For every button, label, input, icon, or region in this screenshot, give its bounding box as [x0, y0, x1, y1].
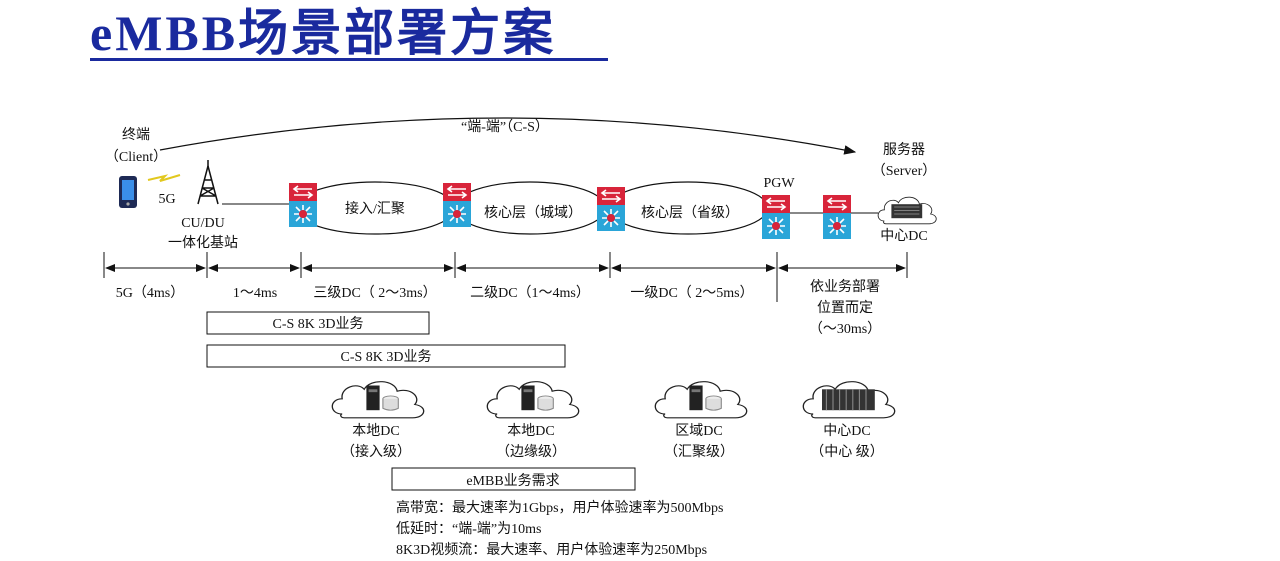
segment-depends-2: 位置而定	[817, 300, 873, 316]
segment-level2-dc: 二级DC（1～4ms）	[470, 285, 590, 301]
segment-depends-1: 依业务部署	[810, 279, 880, 295]
base-station-label-2: 一体化基站	[168, 234, 238, 251]
pgw-router-icon	[761, 194, 791, 240]
service-bar-short	[206, 311, 430, 335]
title-underline	[90, 58, 608, 61]
requirements-header-box	[391, 467, 636, 491]
router-icon	[822, 194, 852, 240]
base-station-label-1: CU/DU	[181, 216, 225, 231]
dc-local-edge-level: （边缘级）	[496, 444, 566, 460]
end-to-end-arc	[159, 117, 857, 155]
page-title: eMBB场景部署方案	[90, 5, 557, 61]
segment-5g: 5G（4ms）	[116, 285, 184, 301]
dc-regional-level: （汇聚级）	[664, 444, 734, 460]
requirements-header: eMBB业务需求	[466, 473, 559, 489]
segment-level3-dc: 三级DC（ 2～3ms）	[313, 285, 436, 301]
service-bar-short-label: C-S 8K 3D业务	[272, 316, 363, 332]
service-bar-long-label: C-S 8K 3D业务	[340, 349, 431, 365]
requirement-line: 高带宽：最大速率为1Gbps，用户体验速率为500Mbps	[396, 499, 723, 516]
router-icon	[288, 182, 318, 228]
router-icon	[596, 186, 626, 232]
end-to-end-label: “端-端”（C-S）	[461, 119, 549, 135]
dc-local-access-level: （接入级）	[341, 443, 411, 460]
dc-center-level: （中心 级）	[810, 444, 884, 460]
server-cloud-icon	[654, 380, 748, 419]
client-sublabel: （Client）	[105, 149, 167, 165]
ring-province-label: 核心层（省级）	[641, 205, 739, 221]
ring-access-label: 接入/汇聚	[345, 200, 405, 217]
segment-1-4ms: 1～4ms	[233, 286, 277, 301]
dc-local-edge-name: 本地DC	[507, 423, 554, 439]
requirement-line: 低延时：“端-端”为10ms	[396, 521, 541, 537]
ring-metro-label: 核心层（城域）	[484, 205, 582, 221]
requirement-line: 8K3D视频流：最大速率、用户体验速率为250Mbps	[396, 541, 707, 558]
cell-tower-icon	[197, 160, 219, 205]
wireless-bolt-icon	[147, 174, 181, 182]
dc-center-name: 中心DC	[823, 423, 870, 439]
dc-regional-name: 区域DC	[675, 423, 722, 439]
server-label: 服务器	[883, 142, 925, 158]
rack-cloud-icon	[802, 380, 896, 419]
dc-local-access-name: 本地DC	[352, 423, 399, 439]
segment-level1-dc: 一级DC（ 2～5ms）	[630, 285, 753, 301]
client-label: 终端	[122, 127, 150, 143]
center-dc-top-label: 中心DC	[880, 228, 927, 244]
server-cloud-icon	[486, 380, 580, 419]
link-5g-label: 5G	[158, 192, 175, 207]
router-icon	[442, 182, 472, 228]
pgw-label: PGW	[763, 176, 795, 191]
service-bar-long	[206, 344, 566, 368]
server-cloud-icon	[331, 380, 425, 419]
server-cloud-icon	[877, 196, 937, 225]
server-sublabel: （Server）	[872, 163, 937, 179]
segment-depends-3: （～30ms）	[809, 321, 881, 337]
phone-icon	[119, 176, 137, 208]
